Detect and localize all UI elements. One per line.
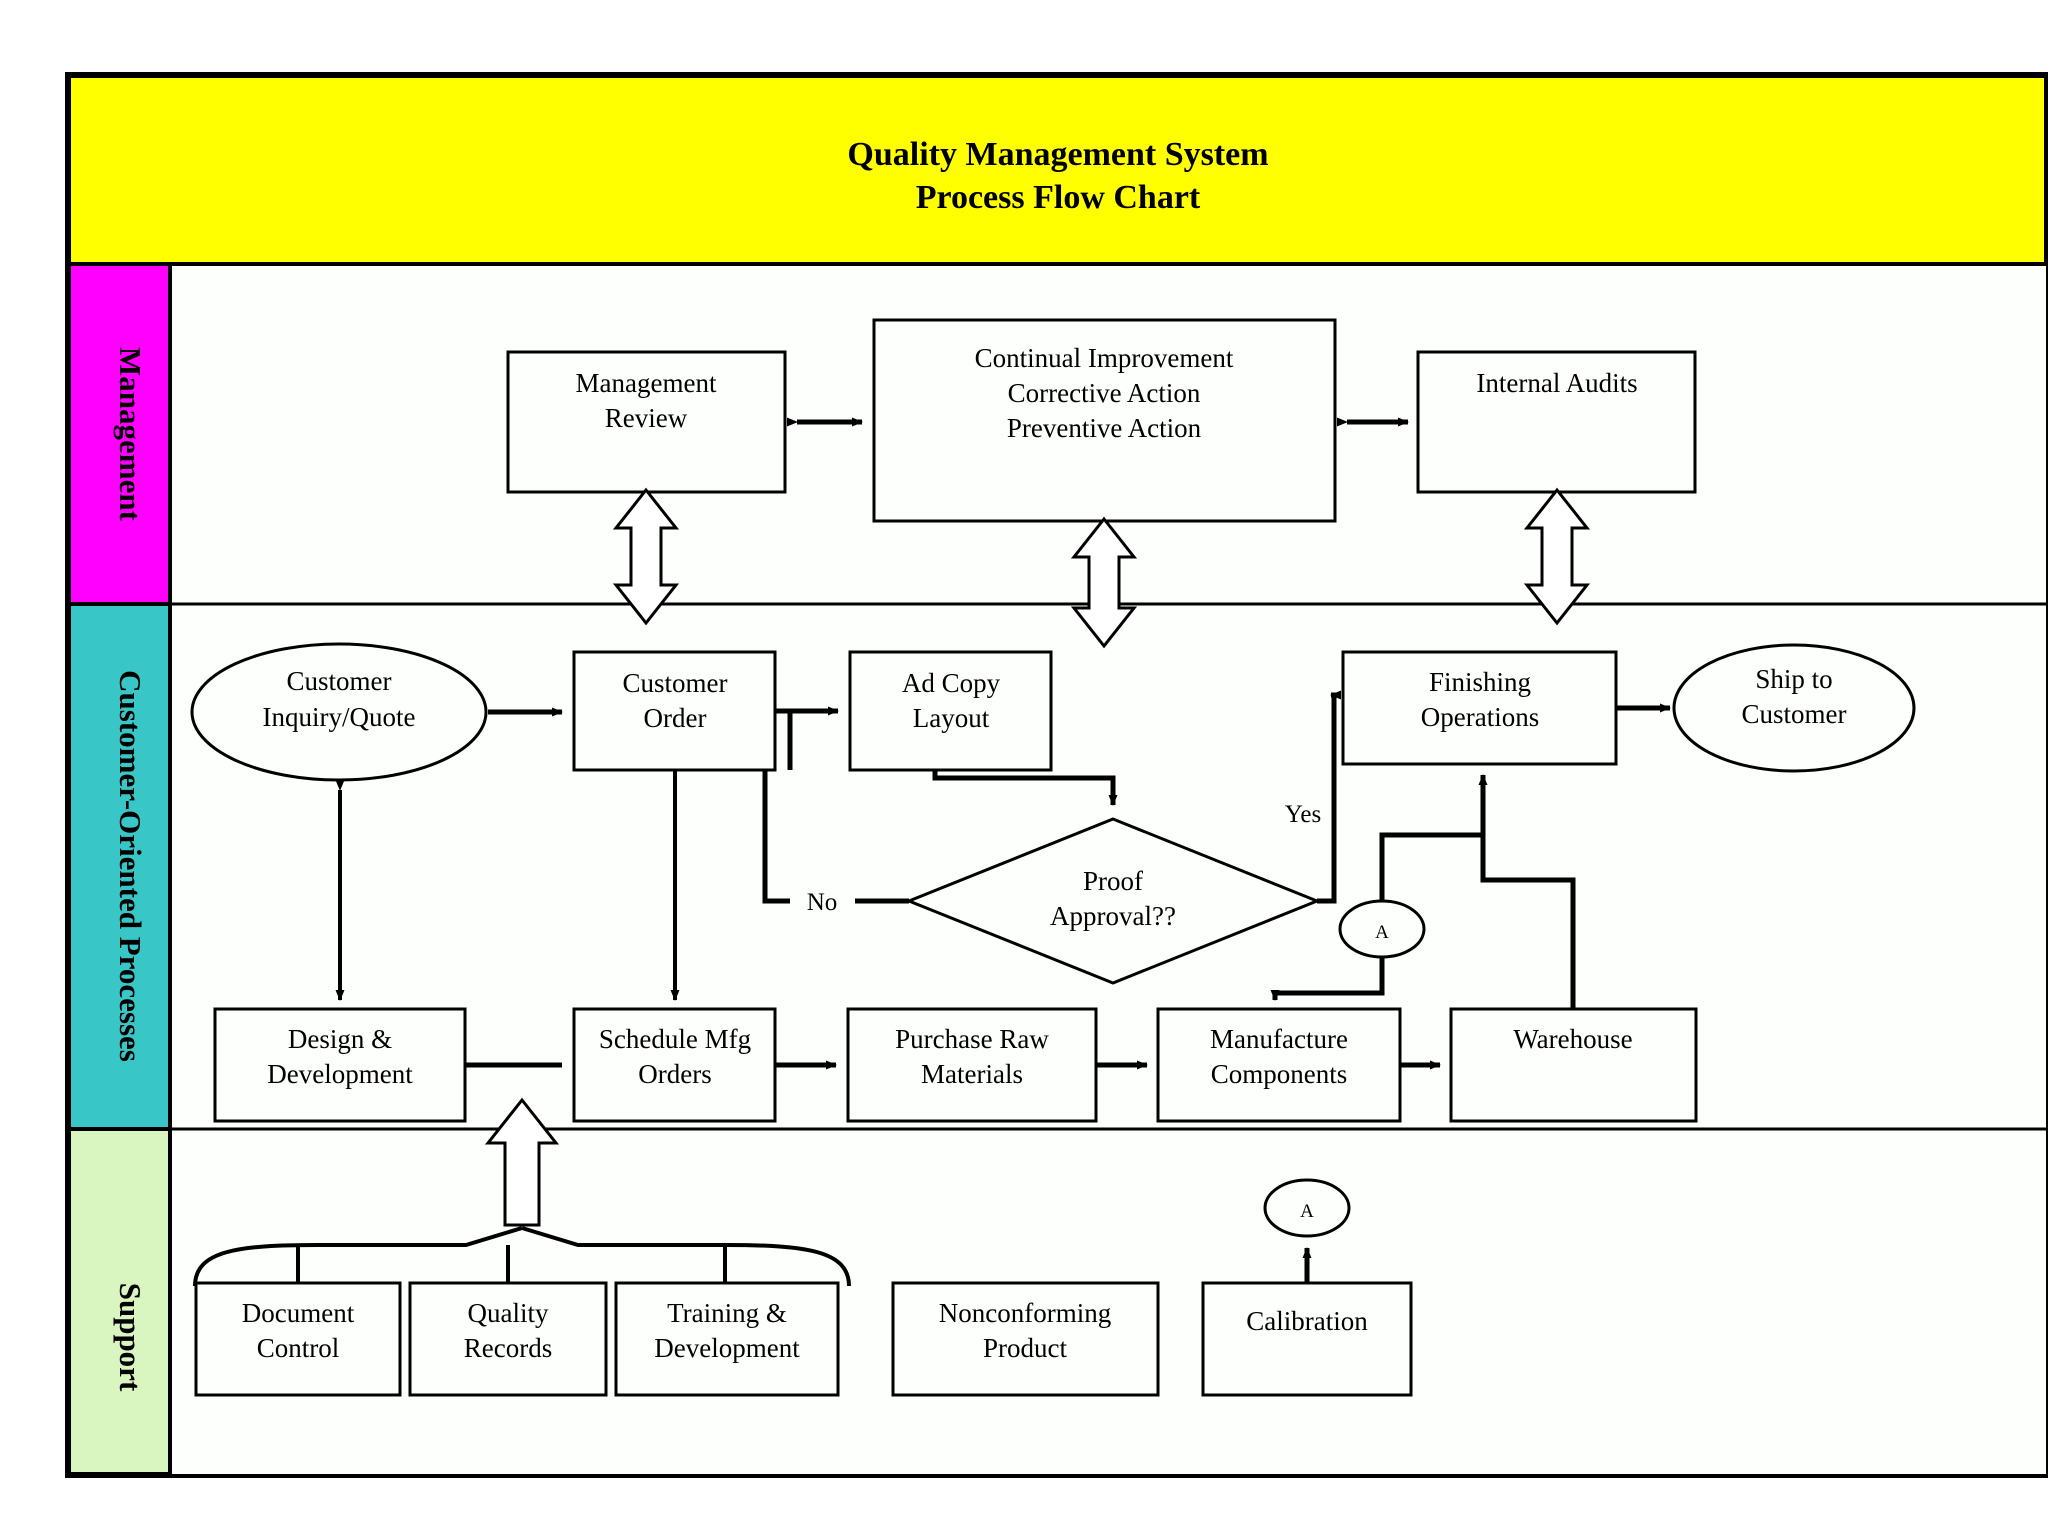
connector-a-process[interactable]: A bbox=[1338, 899, 1426, 959]
edge-proof-no-loop: No bbox=[762, 770, 909, 916]
node-internal-audits[interactable]: Internal Audits bbox=[1416, 350, 1697, 494]
customer-inquiry-line-1: Customer bbox=[287, 666, 392, 696]
proof-approval-line-1: Proof bbox=[1083, 866, 1143, 896]
band-support bbox=[67, 1127, 172, 1476]
edge-label-yes: Yes bbox=[1285, 801, 1321, 828]
customer-inquiry-line-2: Inquiry/Quote bbox=[263, 702, 416, 732]
management-review-line-1: Management bbox=[576, 368, 717, 398]
customer-order-line-2: Order bbox=[644, 703, 707, 733]
node-nonconforming-product[interactable]: Nonconforming Product bbox=[891, 1281, 1160, 1397]
purchase-line-2: Materials bbox=[921, 1059, 1023, 1089]
management-lane: Management Review Continual Improvement … bbox=[506, 318, 1697, 649]
node-document-control[interactable]: Document Control bbox=[194, 1281, 402, 1397]
node-calibration[interactable]: Calibration bbox=[1201, 1281, 1413, 1397]
node-schedule-mfg-orders[interactable]: Schedule Mfg Orders bbox=[572, 1007, 777, 1123]
block-arrow-review-down bbox=[612, 487, 680, 626]
design-line-2: Development bbox=[267, 1059, 413, 1089]
edge-proof-yes-down-to-manufacture bbox=[1270, 957, 1385, 1001]
design-line-1: Design & bbox=[288, 1024, 392, 1054]
connector-a-calibration[interactable]: A bbox=[1263, 1178, 1351, 1238]
title-line-1: Quality Management System bbox=[847, 136, 1268, 173]
ad-copy-line-1: Ad Copy bbox=[902, 668, 1001, 698]
node-continual-improvement[interactable]: Continual Improvement Corrective Action … bbox=[872, 318, 1337, 523]
edge-proof-yes-to-finishing: Yes bbox=[1285, 690, 1341, 904]
internal-audits-line-1: Internal Audits bbox=[1476, 368, 1637, 398]
node-design-development[interactable]: Design & Development bbox=[213, 1007, 467, 1123]
management-review-line-2: Review bbox=[605, 403, 688, 433]
node-management-review[interactable]: Management Review bbox=[506, 350, 787, 494]
support-lane: Document Control Quality Records Trainin… bbox=[193, 1097, 1413, 1397]
continual-improvement-line-2: Corrective Action bbox=[1008, 378, 1201, 408]
node-ad-copy-layout[interactable]: Ad Copy Layout bbox=[848, 650, 1053, 772]
block-arrow-improvement-down bbox=[1070, 516, 1138, 649]
nonconforming-line-1: Nonconforming bbox=[939, 1298, 1111, 1328]
ship-line-2: Customer bbox=[1742, 699, 1847, 729]
node-manufacture-components[interactable]: Manufacture Components bbox=[1156, 1007, 1402, 1123]
title-banner: Quality Management System Process Flow C… bbox=[67, 74, 2048, 266]
connector-a-calibration-letter: A bbox=[1300, 1201, 1314, 1222]
ad-copy-line-2: Layout bbox=[913, 703, 990, 733]
node-customer-order[interactable]: Customer Order bbox=[572, 650, 777, 772]
warehouse-line-1: Warehouse bbox=[1513, 1024, 1632, 1054]
calibration-line-1: Calibration bbox=[1246, 1306, 1368, 1336]
connector-a-process-letter: A bbox=[1375, 922, 1389, 943]
continual-improvement-line-3: Preventive Action bbox=[1007, 413, 1202, 443]
manufacture-line-2: Components bbox=[1211, 1059, 1348, 1089]
nonconforming-line-2: Product bbox=[983, 1333, 1067, 1363]
training-line-2: Development bbox=[654, 1333, 800, 1363]
node-purchase-raw-materials[interactable]: Purchase Raw Materials bbox=[846, 1007, 1098, 1123]
block-arrow-support-up bbox=[484, 1097, 560, 1227]
node-warehouse[interactable]: Warehouse bbox=[1449, 1007, 1698, 1123]
ship-line-1: Ship to bbox=[1755, 664, 1832, 694]
edge-warehouse-to-finishing bbox=[1478, 774, 1576, 1009]
finishing-line-2: Operations bbox=[1421, 702, 1539, 732]
node-ship-to-customer[interactable]: Ship to Customer bbox=[1672, 643, 1916, 773]
quality-records-line-2: Records bbox=[464, 1333, 552, 1363]
customer-processes-lane: Customer Inquiry/Quote Customer Order Ad… bbox=[190, 642, 1916, 1123]
band-label-management: Management bbox=[113, 347, 148, 522]
node-proof-approval[interactable]: Proof Approval?? bbox=[904, 817, 1322, 985]
schedule-line-2: Orders bbox=[638, 1059, 711, 1089]
node-quality-records[interactable]: Quality Records bbox=[408, 1281, 608, 1397]
finishing-line-1: Finishing bbox=[1429, 667, 1531, 697]
customer-order-line-1: Customer bbox=[623, 668, 728, 698]
training-line-1: Training & bbox=[667, 1298, 787, 1328]
document-control-line-1: Document bbox=[242, 1298, 355, 1328]
document-control-line-2: Control bbox=[257, 1333, 340, 1363]
band-label-customer-processes: Customer-Oriented Processes bbox=[113, 670, 148, 1062]
purchase-line-1: Purchase Raw bbox=[895, 1024, 1049, 1054]
title-line-2: Process Flow Chart bbox=[916, 179, 1201, 216]
swimlane-strips: Management Customer-Oriented Processes S… bbox=[67, 262, 172, 1476]
proof-approval-line-2: Approval?? bbox=[1050, 901, 1176, 931]
node-finishing-operations[interactable]: Finishing Operations bbox=[1341, 650, 1618, 766]
edge-adcopy-to-proof bbox=[932, 770, 1118, 806]
support-gather-brace bbox=[193, 1226, 851, 1287]
node-customer-inquiry-quote[interactable]: Customer Inquiry/Quote bbox=[190, 642, 488, 782]
manufacture-line-1: Manufacture bbox=[1210, 1024, 1348, 1054]
edge-connector-a-to-finishing bbox=[1379, 832, 1483, 901]
edge-label-no: No bbox=[807, 889, 838, 916]
continual-improvement-line-1: Continual Improvement bbox=[975, 343, 1234, 373]
edge-order-to-adcopy bbox=[775, 706, 839, 770]
band-customer-processes bbox=[67, 602, 172, 1131]
node-training-development[interactable]: Training & Development bbox=[614, 1281, 840, 1397]
schedule-line-1: Schedule Mfg bbox=[599, 1024, 751, 1054]
quality-records-line-1: Quality bbox=[468, 1298, 549, 1328]
band-label-support: Support bbox=[113, 1283, 148, 1392]
block-arrow-audits-down bbox=[1523, 487, 1591, 626]
